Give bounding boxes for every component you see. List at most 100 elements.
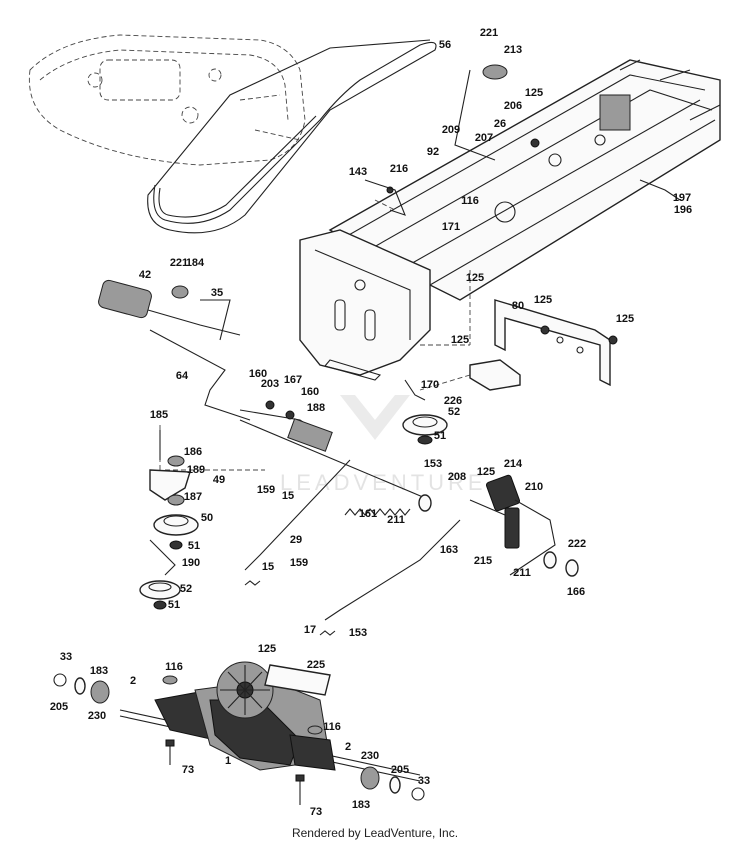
part-callout-167[interactable]: 167 (284, 374, 302, 386)
part-callout-183[interactable]: 183 (90, 665, 108, 677)
frame-bracket (599, 94, 631, 131)
part-callout-29[interactable]: 29 (290, 534, 302, 546)
part-callout-49[interactable]: 49 (213, 474, 225, 486)
part-callout-210[interactable]: 210 (525, 481, 543, 493)
part-callout-42[interactable]: 42 (139, 269, 151, 281)
part-callout-35[interactable]: 35 (211, 287, 223, 299)
part-callout-26[interactable]: 26 (494, 118, 506, 130)
part-callout-222[interactable]: 222 (568, 538, 586, 550)
part-callout-15[interactable]: 15 (282, 490, 294, 502)
part-callout-205[interactable]: 205 (50, 701, 68, 713)
part-callout-185[interactable]: 185 (150, 409, 168, 421)
part-callout-15[interactable]: 15 (262, 561, 274, 573)
part-callout-73[interactable]: 73 (310, 806, 322, 818)
part-callout-171[interactable]: 171 (442, 221, 460, 233)
part-callout-64[interactable]: 64 (176, 370, 189, 382)
part-callout-125[interactable]: 125 (466, 272, 484, 284)
part-callout-216[interactable]: 216 (390, 163, 408, 175)
part-callout-206[interactable]: 206 (504, 100, 522, 112)
part-callout-221[interactable]: 221 (480, 27, 498, 39)
axle-hardware-left (53, 673, 110, 704)
transaxle-assembly (119, 661, 421, 805)
pulley-52 (139, 580, 181, 600)
drive-belt (147, 39, 437, 234)
part-callout-125[interactable]: 125 (451, 334, 469, 346)
shift-lever-209 (454, 64, 508, 161)
part-callout-184[interactable]: 184 (186, 257, 205, 269)
axle-hardware-right (360, 766, 425, 801)
brake-pedal (469, 474, 556, 576)
part-callout-183[interactable]: 183 (352, 799, 370, 811)
part-callout-211[interactable]: 211 (513, 567, 531, 579)
part-callout-33[interactable]: 33 (418, 775, 430, 787)
part-callout-125[interactable]: 125 (534, 294, 552, 306)
part-callout-190[interactable]: 190 (182, 557, 200, 569)
part-callout-80[interactable]: 80 (512, 300, 524, 312)
main-frame (328, 59, 721, 301)
part-callout-153[interactable]: 153 (349, 627, 367, 639)
part-callout-213[interactable]: 213 (504, 44, 522, 56)
part-callout-196[interactable]: 196 (674, 204, 692, 216)
part-callout-125[interactable]: 125 (616, 313, 634, 325)
pedal-214 (485, 474, 521, 512)
part-callout-230[interactable]: 230 (361, 750, 379, 762)
part-callout-211[interactable]: 211 (387, 514, 405, 526)
part-callout-159[interactable]: 159 (290, 557, 308, 569)
part-callout-160[interactable]: 160 (249, 368, 267, 380)
part-callout-17[interactable]: 17 (304, 624, 316, 636)
part-callout-52[interactable]: 52 (448, 406, 460, 418)
part-callout-33[interactable]: 33 (60, 651, 72, 663)
part-callout-73[interactable]: 73 (182, 764, 194, 776)
part-callout-51[interactable]: 51 (434, 430, 446, 442)
idler-pulley-right (402, 414, 448, 445)
part-callout-207[interactable]: 207 (475, 132, 493, 144)
rod-163 (324, 519, 461, 621)
part-callout-2[interactable]: 2 (345, 741, 351, 753)
part-callout-116[interactable]: 116 (165, 661, 183, 673)
part-callout-116[interactable]: 116 (461, 195, 479, 207)
mower-deck-outline (28, 34, 306, 166)
part-callout-230[interactable]: 230 (88, 710, 106, 722)
watermark-text: LEADVENTURE (280, 470, 487, 495)
part-callout-160[interactable]: 160 (301, 386, 319, 398)
part-callout-187[interactable]: 187 (184, 491, 202, 503)
part-callout-143[interactable]: 143 (349, 166, 367, 178)
part-callout-116[interactable]: 116 (323, 721, 341, 733)
part-callout-52[interactable]: 52 (180, 583, 192, 595)
part-callout-225[interactable]: 225 (307, 659, 325, 671)
part-callout-189[interactable]: 189 (187, 464, 205, 476)
part-callout-226[interactable]: 226 (444, 395, 462, 407)
washers-right (418, 494, 579, 577)
part-callout-214[interactable]: 214 (504, 458, 523, 470)
part-callout-208[interactable]: 208 (448, 471, 466, 483)
part-callout-209[interactable]: 209 (442, 124, 460, 136)
part-callout-2[interactable]: 2 (130, 675, 136, 687)
bracket-226 (469, 359, 521, 391)
part-callout-50[interactable]: 50 (201, 512, 213, 524)
part-callout-197[interactable]: 197 (673, 192, 691, 204)
part-callout-166[interactable]: 166 (567, 586, 585, 598)
part-callout-159[interactable]: 159 (257, 484, 275, 496)
part-callout-205[interactable]: 205 (391, 764, 409, 776)
part-callout-221[interactable]: 221 (170, 257, 188, 269)
part-callout-125[interactable]: 125 (525, 87, 543, 99)
part-callout-203[interactable]: 203 (261, 378, 279, 390)
part-callout-188[interactable]: 188 (307, 402, 325, 414)
part-callout-161[interactable]: 161 (359, 508, 377, 520)
part-callout-51[interactable]: 51 (168, 599, 180, 611)
part-callout-186[interactable]: 186 (184, 446, 202, 458)
shaft-64 (149, 329, 431, 501)
part-callout-56[interactable]: 56 (439, 39, 451, 51)
spring-161 (344, 508, 411, 516)
part-callout-51[interactable]: 51 (188, 540, 200, 552)
part-callout-125[interactable]: 125 (258, 643, 276, 655)
part-callout-215[interactable]: 215 (474, 555, 492, 567)
part-callout-153[interactable]: 153 (424, 458, 442, 470)
part-callout-1[interactable]: 1 (225, 755, 231, 767)
part-callout-163[interactable]: 163 (440, 544, 458, 556)
part-callout-125[interactable]: 125 (477, 466, 495, 478)
part-callout-170[interactable]: 170 (421, 379, 439, 391)
pedal-215 (504, 507, 520, 549)
part-callout-92[interactable]: 92 (427, 146, 439, 158)
